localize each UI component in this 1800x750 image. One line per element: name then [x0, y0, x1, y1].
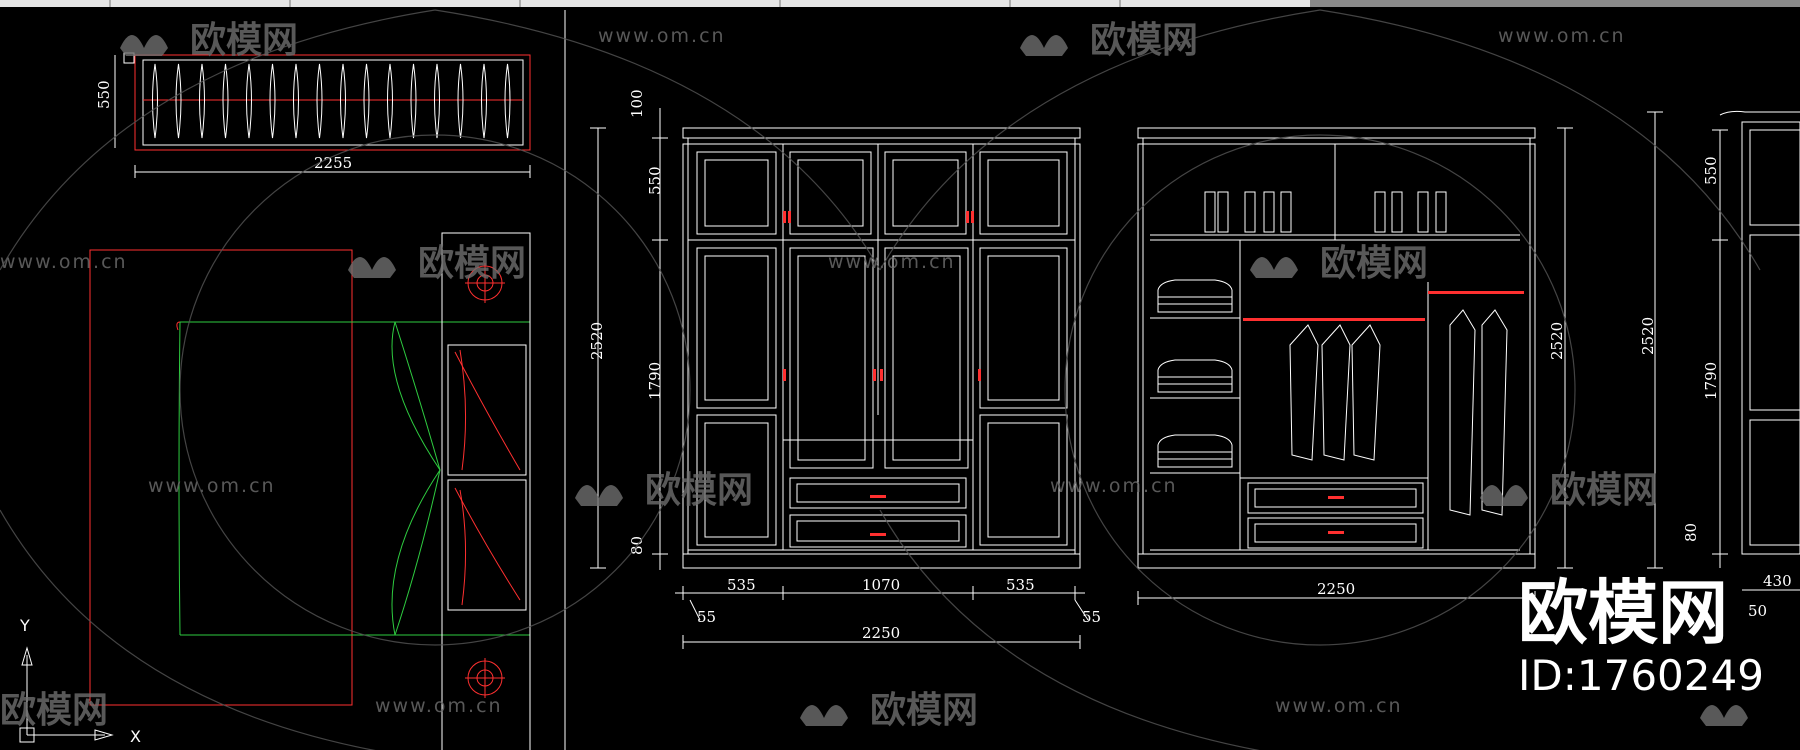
side-base-height: 80 [1682, 523, 1700, 542]
front-total-width: 2250 [862, 624, 900, 642]
watermark-brand-2: 欧模网 [1090, 20, 1198, 61]
axis-y-label: Y [19, 616, 30, 635]
side-total-height: 2520 [1639, 317, 1657, 355]
hanger-glyph [152, 63, 158, 139]
watermark-logo-icon [120, 35, 1748, 726]
watermark-url-8: www.om.cn [1275, 695, 1403, 717]
front-elevation [590, 108, 1089, 649]
watermark-layer: 欧模网 欧模网 欧模网 欧模网 欧模网 欧模网 欧模网 欧模网 www.om.c… [0, 9, 1761, 750]
watermark-url-6: www.om.cn [1050, 475, 1178, 497]
watermark-url-3: www.om.cn [0, 251, 128, 273]
brand-id: ID:1760249 [1518, 651, 1764, 700]
hanger-glyph [293, 63, 299, 139]
hanger-glyph [410, 63, 417, 139]
hanger-glyph [269, 63, 276, 139]
watermark-brand-8: 欧模网 [0, 690, 108, 731]
front-end-right: 55 [1082, 608, 1101, 626]
hanger-glyph [340, 63, 346, 139]
hanger-glyph [199, 63, 205, 139]
side-lower-height: 1790 [1702, 362, 1720, 400]
front-lower-height: 1790 [646, 362, 664, 400]
hanger-row [152, 63, 511, 139]
front-total-height: 2520 [588, 322, 606, 360]
watermark-brand-1: 欧模网 [190, 20, 298, 61]
hanger-glyph [222, 63, 229, 139]
side-offset: 50 [1748, 602, 1767, 620]
watermark-brand-7: 欧模网 [870, 690, 978, 731]
hanger-glyph [246, 63, 252, 139]
hanger-glyph [363, 63, 370, 139]
brand-name: 欧模网 [1518, 572, 1728, 654]
hanger-glyph [316, 63, 323, 139]
hanger-glyph [504, 63, 511, 139]
interior-accents [1243, 291, 1524, 534]
watermark-url-1: www.om.cn [598, 25, 726, 47]
top-header-strip [0, 0, 1800, 7]
side-upper-height: 550 [1702, 156, 1720, 185]
watermark-url-2: www.om.cn [1498, 25, 1626, 47]
watermark-url-4: www.om.cn [828, 251, 956, 273]
brand-stamp: 欧模网 ID:1760249 [1518, 572, 1764, 700]
watermark-url-5: www.om.cn [148, 475, 276, 497]
hanger-glyph [434, 63, 440, 139]
watermark-brand-4: 欧模网 [1320, 243, 1428, 284]
front-end-left: 55 [697, 608, 716, 626]
front-side-width-left: 535 [727, 576, 756, 594]
hanger-glyph [175, 63, 182, 139]
watermark-brand-6: 欧模网 [1550, 470, 1658, 511]
hanger-glyph [387, 63, 393, 139]
watermark-url-7: www.om.cn [375, 695, 503, 717]
side-elevation [1647, 110, 1800, 591]
axis-x-label: X [130, 727, 141, 746]
hanger-glyph [457, 63, 464, 139]
front-handles [783, 211, 981, 536]
front-upper-height: 550 [646, 166, 664, 195]
interior-elevation [1137, 127, 1573, 605]
side-depth: 430 [1763, 572, 1792, 590]
front-top-trim: 100 [628, 89, 646, 118]
watermark-brand-3: 欧模网 [418, 243, 526, 284]
watermark-brand-5: 欧模网 [645, 470, 753, 511]
front-center-width: 1070 [862, 576, 900, 594]
interior-total-width: 2250 [1317, 580, 1355, 598]
plan-view [19, 10, 566, 750]
plan-depth-label: 550 [95, 80, 113, 109]
plan-width-label: 2255 [314, 154, 352, 172]
hanger-glyph [481, 63, 487, 139]
front-side-width-right: 535 [1006, 576, 1035, 594]
interior-total-height: 2520 [1548, 322, 1566, 360]
